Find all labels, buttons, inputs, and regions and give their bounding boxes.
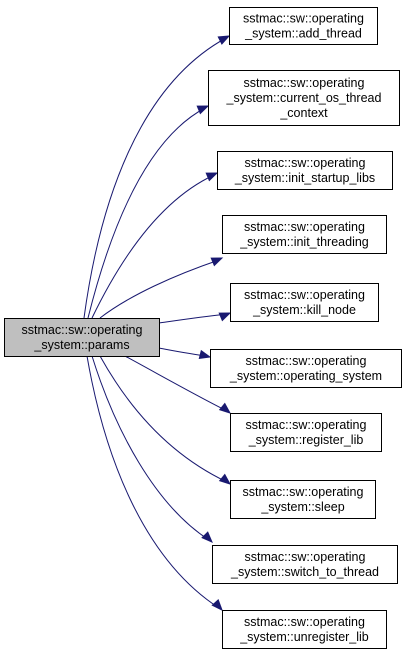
call-edge-9: [91, 355, 213, 543]
node-label-line: _context: [279, 106, 328, 120]
node-box: [208, 70, 400, 126]
node-box: [210, 349, 402, 388]
edge-line: [87, 107, 206, 319]
node-label-line: sstmac::sw::operating: [246, 354, 367, 368]
node-label-line: sstmac::sw::operating: [244, 615, 365, 629]
node-label-line: sstmac::sw::operating: [22, 323, 143, 337]
node-box: [222, 610, 387, 649]
call-edge-8: [99, 355, 232, 485]
edge-line: [83, 37, 227, 319]
call-edge-6: [158, 347, 212, 360]
callee-function-node-7[interactable]: sstmac::sw::operating_system::register_l…: [230, 413, 382, 452]
callee-function-node-8[interactable]: sstmac::sw::operating_system::sleep: [230, 480, 376, 519]
node-label-line: _system::add_thread: [244, 27, 362, 41]
node-label-line: sstmac::sw::operating: [244, 220, 365, 234]
edge-line: [124, 355, 228, 412]
edge-line: [99, 259, 220, 319]
node-box: [212, 545, 398, 584]
arrowhead-icon: [205, 172, 219, 182]
callee-function-node-1[interactable]: sstmac::sw::operating_system::add_thread: [229, 7, 378, 45]
node-label-line: sstmac::sw::operating: [244, 76, 365, 90]
node-label-line: _system::params: [33, 338, 129, 352]
node-label-line: _system::register_lib: [248, 433, 364, 447]
arrowhead-icon: [210, 257, 224, 267]
node-label-line: sstmac::sw::operating: [245, 550, 366, 564]
node-box: [229, 7, 378, 45]
arrowhead-icon: [198, 349, 212, 360]
callee-function-node-9[interactable]: sstmac::sw::operating_system::switch_to_…: [212, 545, 398, 584]
node-label-line: _system::sleep: [260, 500, 344, 514]
call-edge-5: [158, 312, 232, 324]
call-edge-1: [83, 35, 231, 319]
call-edges: [83, 35, 232, 611]
node-label-line: sstmac::sw::operating: [244, 288, 365, 302]
node-box: [230, 480, 376, 519]
call-edge-7: [124, 355, 232, 414]
callee-function-node-6[interactable]: sstmac::sw::operating_system::operating_…: [210, 349, 402, 388]
arrowhead-icon: [201, 531, 213, 543]
node-label-line: _system::operating_system: [229, 369, 382, 383]
node-box: [222, 215, 387, 254]
arrowhead-icon: [196, 105, 210, 115]
node-label-line: _system::current_os_thread: [226, 91, 382, 105]
callee-function-node-10[interactable]: sstmac::sw::operating_system::unregister…: [222, 610, 387, 649]
arrowhead-icon: [217, 35, 231, 45]
node-label-line: _system::kill_node: [252, 303, 356, 317]
call-edge-2: [87, 105, 210, 319]
callee-function-node-5[interactable]: sstmac::sw::operating_system::kill_node: [230, 283, 379, 322]
call-nodes: sstmac::sw::operating_system::paramssstm…: [4, 7, 402, 649]
arrowhead-icon: [211, 599, 223, 611]
call-edge-10: [86, 355, 223, 611]
node-box: [4, 318, 160, 357]
callee-function-node-3[interactable]: sstmac::sw::operating_system::init_start…: [217, 151, 393, 190]
call-edge-4: [99, 257, 224, 319]
node-label-line: sstmac::sw::operating: [243, 12, 364, 26]
node-label-line: _system::unregister_lib: [239, 630, 369, 644]
edge-line: [99, 355, 228, 483]
edge-line: [86, 355, 220, 609]
edge-line: [158, 313, 228, 324]
node-label-line: _system::switch_to_thread: [230, 565, 379, 579]
callee-function-node-2[interactable]: sstmac::sw::operating_system::current_os…: [208, 70, 400, 126]
call-edge-3: [91, 172, 219, 319]
callee-function-node-4[interactable]: sstmac::sw::operating_system::init_threa…: [222, 215, 387, 254]
node-box: [230, 283, 379, 322]
node-label-line: sstmac::sw::operating: [243, 485, 364, 499]
edge-line: [91, 174, 215, 319]
arrowhead-icon: [218, 402, 232, 414]
arrowhead-icon: [218, 312, 232, 322]
edge-line: [91, 355, 210, 541]
node-label-line: sstmac::sw::operating: [246, 418, 367, 432]
node-box: [217, 151, 393, 190]
node-label-line: _system::init_startup_libs: [234, 171, 375, 185]
node-label-line: _system::init_threading: [239, 235, 369, 249]
node-box: [230, 413, 382, 452]
arrowhead-icon: [218, 473, 232, 485]
root-function-node[interactable]: sstmac::sw::operating_system::params: [4, 318, 160, 357]
node-label-line: sstmac::sw::operating: [245, 156, 366, 170]
